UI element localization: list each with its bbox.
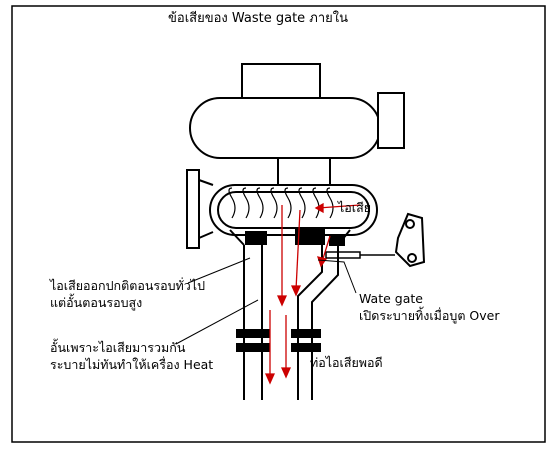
turbine-inlet-flange (186, 169, 200, 249)
downpipe-left-wall (243, 245, 263, 400)
label-choke-line1: อั้นเพราะไอเสียมารวมกัน (50, 340, 186, 355)
flow-arrowhead-2 (290, 285, 302, 297)
right-flange (291, 329, 321, 338)
turbine-inlet-duct (198, 179, 214, 239)
flow-arrowhead-1 (276, 295, 288, 307)
center-housing (277, 158, 331, 188)
label-exhaust: ไอเสีย (338, 200, 372, 215)
leader-normal (187, 257, 251, 284)
label-wastegate: Wate gate เปิดระบายทิ้งเมื่อบูต Over (359, 290, 500, 324)
label-wastegate-line2: เปิดระบายทิ้งเมื่อบูต Over (359, 308, 500, 323)
label-wastegate-line1: Wate gate (359, 291, 423, 306)
flow-arrow-inlet (317, 204, 361, 209)
leader-choke (175, 299, 259, 345)
label-choke: อั้นเพราะไอเสียมารวมกัน ระบายไม่ทันทำให้… (50, 339, 213, 373)
label-normal-flow: ไอเสียออกปกติตอนรอบทั่วไป แต่อั้นตอนรอบส… (50, 277, 205, 311)
wastegate-actuator-arm (394, 212, 426, 268)
turbine-housing (209, 184, 378, 236)
label-choke-line2: ระบายไม่ทันทำให้เครื่อง Heat (50, 357, 214, 372)
leader-wastegate (317, 259, 357, 294)
diagram-title: ข้อเสียของ Waste gate ภายใน (168, 11, 349, 26)
wastegate-block-left (245, 231, 267, 245)
flow-arrow-2 (295, 209, 301, 291)
label-normal-line1: ไอเสียออกปกติตอนรอบทั่วไป (50, 278, 206, 293)
label-pipe: ท่อไอเสียพอดี (310, 355, 383, 370)
flow-arrowhead-wastegate (317, 256, 328, 268)
compressor-inlet (377, 92, 405, 149)
actuator-pivot-2 (407, 253, 417, 263)
wastegate-seat (329, 234, 345, 246)
wastegate-valve (295, 229, 325, 245)
flow-arrowhead-3 (264, 373, 276, 385)
diagram-border (11, 5, 546, 443)
turbine-housing-inner (217, 191, 370, 229)
downpipe-right-wall (297, 245, 339, 400)
left-flange-2 (236, 343, 270, 352)
flow-arrowhead-4 (280, 367, 292, 379)
flow-arrowhead-inlet (314, 202, 324, 214)
actuator-pivot (405, 219, 415, 229)
turbine-blades (228, 187, 334, 219)
compressor-housing (189, 97, 381, 159)
left-flange (236, 329, 270, 338)
wastegate-rod (325, 251, 395, 259)
label-normal-line2: แต่อั้นตอนรอบสูง (50, 295, 143, 310)
right-flange-2 (291, 343, 321, 352)
